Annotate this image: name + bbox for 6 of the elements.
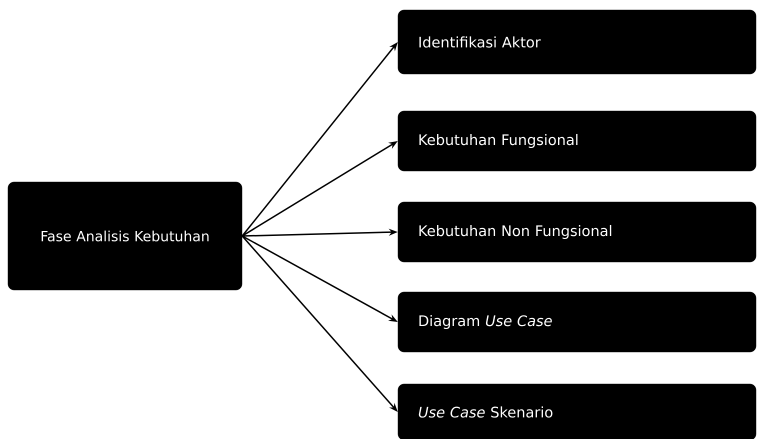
process-box: Use Case Skenario bbox=[398, 384, 756, 439]
process-box: Identifikasi Aktor bbox=[398, 10, 756, 74]
process-box: Kebutuhan Non Fungsional bbox=[398, 202, 756, 262]
process-box: Kebutuhan Fungsional bbox=[398, 110, 756, 172]
phase-box: Fase Analisis Kebutuhan bbox=[8, 182, 242, 290]
process-box: Diagram Use Case bbox=[398, 292, 756, 352]
